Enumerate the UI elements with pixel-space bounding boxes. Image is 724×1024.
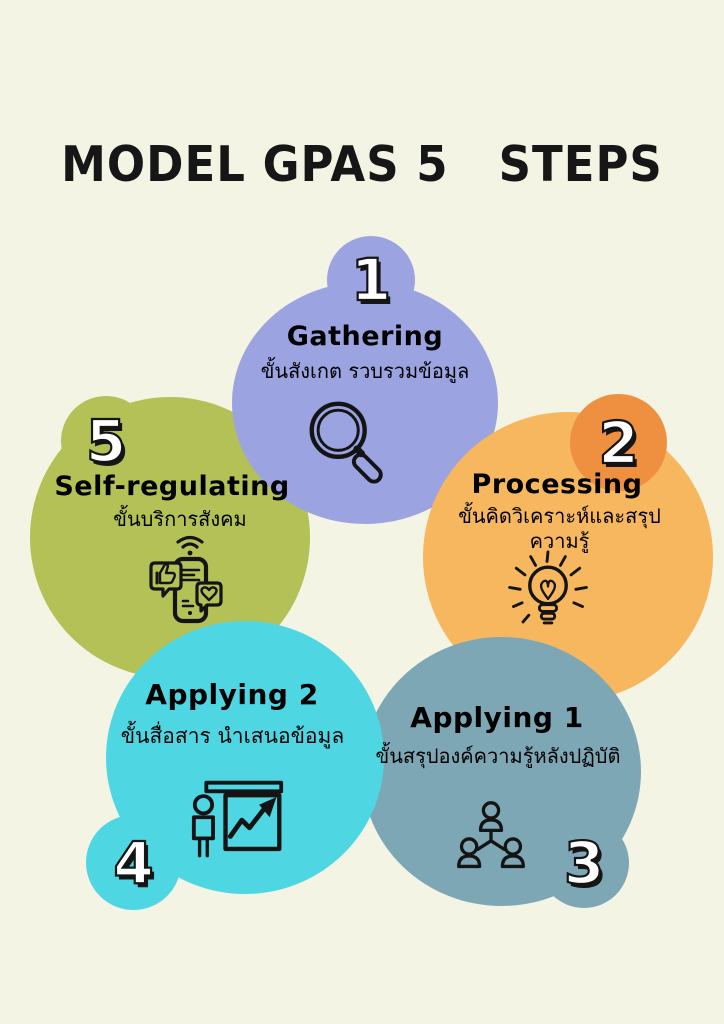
- magnifier-icon: [309, 401, 383, 484]
- step-2-label: Processing: [471, 469, 643, 500]
- step-5-number-badge: 5: [61, 396, 151, 486]
- step-5-label: Self-regulating: [54, 471, 290, 502]
- step-2-subtitle: ขั้นคิดวิเคราะห์และสรุปความรู้: [458, 504, 661, 553]
- step-3-number-badge: 3: [539, 818, 629, 908]
- step-4-subtitle: ขั้นสื่อสาร นำเสนอข้อมูล: [120, 724, 345, 748]
- step-1-number-badge: 1: [327, 236, 415, 324]
- step-3-label: Applying 1: [410, 701, 584, 734]
- step-1-number: 1: [350, 246, 393, 314]
- step-1-label: Gathering: [286, 321, 444, 352]
- step-2-number: 2: [597, 408, 640, 477]
- team-icon: [457, 801, 525, 869]
- social-phone-icon: [149, 535, 223, 624]
- step-4-number-badge: 4: [86, 815, 181, 910]
- step-2-number-badge: 2: [570, 394, 667, 491]
- step-4-number: 4: [112, 828, 155, 897]
- step-1-subtitle: ขั้นสังเกต รวบรวมข้อมูล: [260, 359, 470, 383]
- lightbulb-icon: [508, 550, 588, 625]
- presentation-icon: [191, 780, 284, 858]
- step-4-label: Applying 2: [145, 678, 319, 711]
- step-3-subtitle: ขั้นสรุปองค์ความรู้หลังปฏิบัติ: [375, 744, 621, 768]
- step-5-number: 5: [85, 407, 128, 475]
- step-3-number: 3: [563, 829, 606, 897]
- step-5-subtitle: ขั้นบริการสังคม: [113, 507, 247, 531]
- page-title: MODEL GPAS 5 STEPS: [61, 135, 663, 194]
